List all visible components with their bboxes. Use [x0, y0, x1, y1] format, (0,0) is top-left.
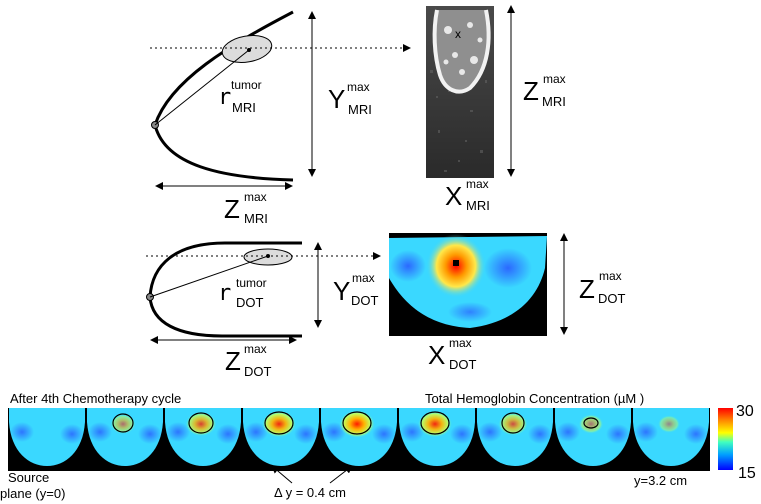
strip-source-label-2: plane (y=0) — [0, 486, 65, 501]
slice-hot-region — [417, 410, 453, 438]
dot-y-sup: max — [352, 271, 375, 285]
dot-z-side-symbol: Z — [579, 274, 595, 304]
dot-x-sup: max — [449, 336, 472, 350]
mri-r-vector — [154, 49, 250, 126]
slice-low-region — [294, 424, 318, 444]
slice-low-region — [606, 424, 630, 444]
slice-tumor-outline — [342, 411, 372, 435]
colorbar-max-label: 30 — [736, 403, 754, 420]
slice-tumor-outline — [188, 412, 214, 434]
mri-r-sup: tumor — [231, 78, 262, 92]
dot-schematic: r tumor DOT Y max DOT Z max DOT — [146, 241, 381, 379]
mri-texture — [430, 70, 487, 172]
dot-r-vector — [149, 255, 269, 298]
slice-low-region — [684, 424, 708, 444]
mri-bright-spots — [443, 22, 483, 75]
mri-tumor-region — [221, 34, 273, 64]
mri-r-sub: MRI — [232, 100, 256, 115]
slice-hot-region — [578, 414, 604, 434]
slice-low-region — [166, 422, 190, 442]
strip-end-label: y=3.2 cm — [634, 473, 687, 488]
slice-tumor-outline — [583, 417, 599, 429]
slice-low-region — [372, 424, 396, 444]
slice-image — [633, 408, 709, 466]
mri-image-panel: x Z max MRI X max MRI — [426, 5, 566, 213]
dot-x-symbol: X — [428, 340, 445, 370]
slice-hot-region — [261, 410, 297, 438]
mri-z-bottom-sup: max — [244, 190, 267, 204]
slice-strip: After 4th Chemotherapy cycle Total Hemog… — [0, 391, 756, 501]
dot-r-sup: tumor — [236, 276, 267, 290]
strip-right-title: Total Hemoglobin Concentration (µM ) — [425, 391, 644, 406]
slice-tumor-outline — [420, 411, 450, 435]
dot-z-bottom-symbol: Z — [225, 346, 241, 376]
dot-blue-region-bottom — [448, 302, 492, 322]
mri-z-side-sup: max — [543, 72, 566, 86]
mri-z-bottom-sub: MRI — [244, 211, 268, 226]
mri-z-side-symbol: Z — [523, 76, 539, 106]
mri-schematic: r tumor MRI Y max MRI Z max MRI — [150, 10, 411, 226]
dot-blue-region-right — [484, 248, 532, 288]
slice-low-region — [60, 424, 84, 444]
colorbar-min-label: 15 — [738, 465, 756, 482]
slice-image — [87, 408, 163, 466]
dot-r-symbol: r — [218, 281, 231, 306]
dot-z-bottom-sup: max — [244, 342, 267, 356]
mri-x-sub: MRI — [466, 198, 490, 213]
mri-y-sup: max — [347, 80, 370, 94]
dot-tumor-marker — [453, 260, 459, 266]
slice-image — [165, 408, 241, 466]
slice-low-region — [216, 424, 240, 444]
mri-x-sup: max — [466, 177, 489, 191]
dot-blue-region-left — [390, 250, 426, 282]
slice-image — [477, 408, 553, 466]
slice-hot-region — [110, 413, 136, 435]
delta-arrow-left — [271, 465, 293, 484]
mri-r-symbol: r — [218, 85, 231, 110]
colorbar — [718, 408, 733, 470]
slice-tumor-outline — [501, 412, 525, 434]
strip-source-label-1: Source — [8, 470, 49, 485]
delta-arrow-right — [329, 465, 353, 484]
mri-x-symbol: X — [445, 181, 462, 211]
dot-r-sub: DOT — [236, 295, 264, 310]
mri-z-bottom-symbol: Z — [224, 194, 240, 224]
slice-hot-region — [657, 415, 681, 433]
mri-tumor-mark: x — [455, 27, 461, 41]
delta-y-label: Δ y = 0.4 cm — [274, 485, 346, 500]
slice-image — [9, 408, 85, 466]
dot-image-panel: Z max DOT X max DOT — [389, 233, 626, 372]
slice-low-region — [400, 422, 424, 442]
slice-low-region — [138, 424, 162, 444]
mri-y-sub: MRI — [348, 102, 372, 117]
slice-low-region — [556, 422, 580, 442]
slice-low-region — [634, 422, 658, 442]
mri-z-side-sub: MRI — [542, 94, 566, 109]
slice-tumor-outline — [112, 413, 134, 433]
mri-tumor-center — [247, 48, 251, 52]
slice-tumor-outline — [264, 411, 294, 435]
slice-low-region — [88, 422, 112, 442]
slice-low-region — [244, 422, 268, 442]
dot-x-sub: DOT — [449, 357, 477, 372]
mri-skin-boundary — [432, 9, 491, 94]
slice-low-region — [528, 424, 552, 444]
slice-image — [555, 408, 631, 466]
mri-y-symbol: Y — [328, 84, 345, 114]
dot-z-bottom-sub: DOT — [244, 364, 272, 379]
dot-y-symbol: Y — [333, 276, 350, 306]
dot-z-side-sub: DOT — [598, 291, 626, 306]
slice-low-region — [478, 422, 502, 442]
slice-low-region — [10, 422, 34, 442]
slice-images — [9, 408, 709, 466]
strip-left-title: After 4th Chemotherapy cycle — [10, 391, 181, 406]
slice-low-region — [450, 424, 474, 444]
dot-y-sub: DOT — [351, 293, 379, 308]
dot-z-side-sup: max — [599, 269, 622, 283]
